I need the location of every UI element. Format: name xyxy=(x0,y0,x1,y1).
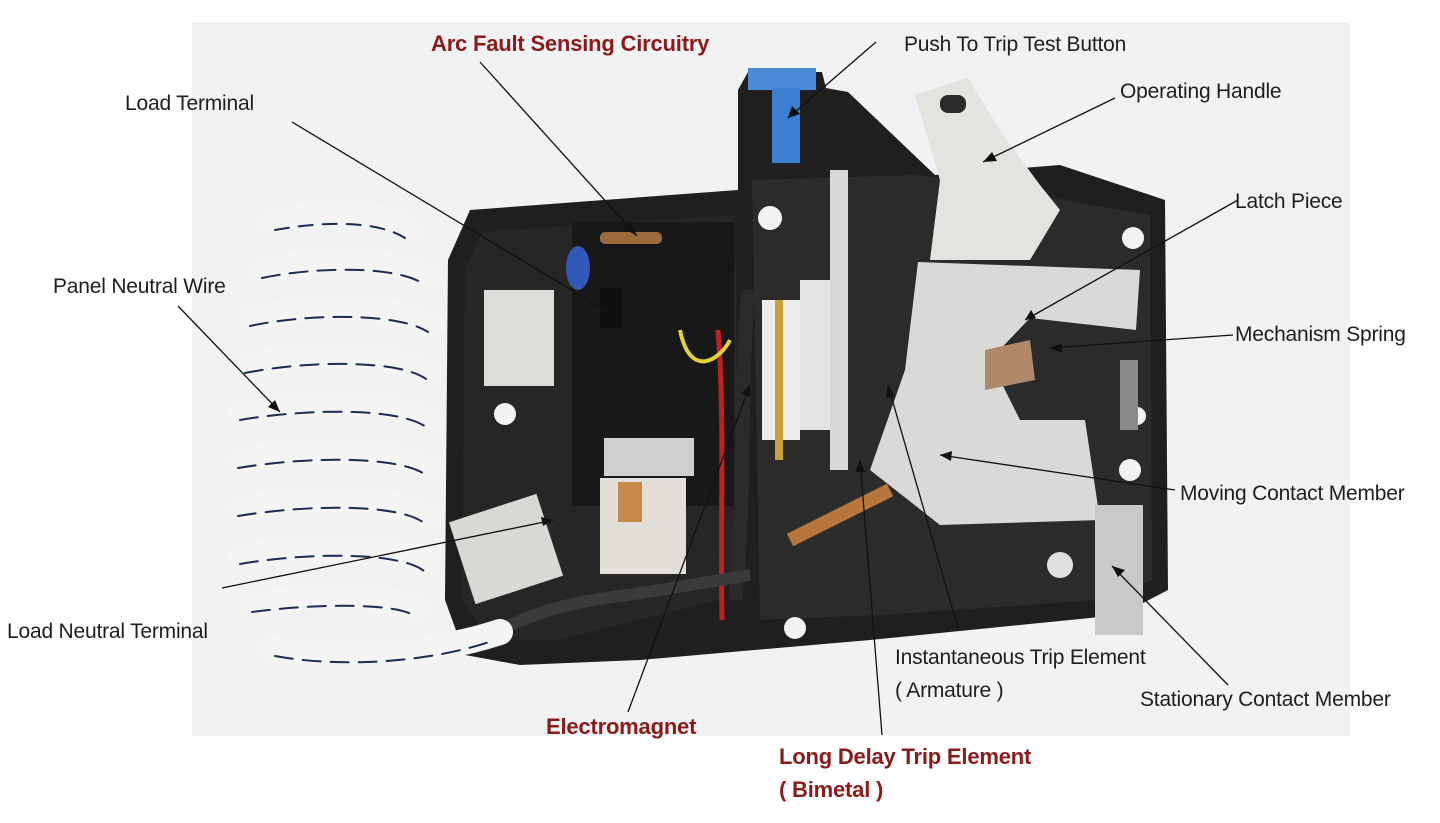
label-electromagnet: Electromagnet xyxy=(546,714,697,739)
leader-instantaneous xyxy=(887,384,959,629)
label-latch-piece: Latch Piece xyxy=(1235,190,1343,213)
label-push-to-trip: Push To Trip Test Button xyxy=(904,33,1127,56)
leader-load-neutral xyxy=(221,519,555,589)
leader-moving-contact xyxy=(939,454,1176,491)
arrow-push-to-trip xyxy=(788,106,800,118)
leader-load-terminal xyxy=(291,121,614,316)
leader-long-delay xyxy=(859,459,883,736)
internal-wires xyxy=(497,289,894,636)
label-moving-contact: Moving Contact Member xyxy=(1180,482,1405,505)
leader-operating-handle xyxy=(982,97,1116,163)
leader-stationary-contact xyxy=(1111,565,1229,686)
leader-arc-fault xyxy=(479,61,638,237)
label-load-neutral: Load Neutral Terminal xyxy=(7,620,208,643)
test-button-part xyxy=(748,68,816,163)
trip-elements xyxy=(762,170,848,470)
leader-lines xyxy=(177,41,1239,736)
terminal-blocks xyxy=(448,290,564,605)
label-mechanism-spring: Mechanism Spring xyxy=(1235,323,1406,346)
label-stationary-contact: Stationary Contact Member xyxy=(1140,688,1391,711)
arrowheads xyxy=(268,106,1125,577)
mechanism-parts xyxy=(870,78,1143,635)
label-operating-handle: Operating Handle xyxy=(1120,80,1282,103)
leader-latch-piece xyxy=(1024,199,1239,321)
leader-push-to-trip xyxy=(787,41,877,119)
label-load-terminal: Load Terminal xyxy=(125,92,254,115)
leader-mechanism-spring xyxy=(1049,334,1234,349)
label-long-delay-line1: Long Delay Trip Element xyxy=(779,744,1032,769)
label-instantaneous: Instantaneous Trip Element ( Armature ) xyxy=(895,641,1146,707)
label-instantaneous-line1: Instantaneous Trip Element xyxy=(895,646,1146,669)
leader-electromagnet xyxy=(627,384,751,713)
label-long-delay: Long Delay Trip Element ( Bimetal ) xyxy=(779,740,1031,806)
label-arc-fault: Arc Fault Sensing Circuitry xyxy=(431,31,710,56)
panel-neutral-coil xyxy=(225,201,513,668)
label-panel-neutral: Panel Neutral Wire xyxy=(53,275,226,298)
leader-panel-neutral xyxy=(177,305,281,413)
label-long-delay-line2: ( Bimetal ) xyxy=(779,777,884,802)
circuit-board-part xyxy=(566,222,734,574)
label-instantaneous-line2: ( Armature ) xyxy=(895,679,1004,702)
